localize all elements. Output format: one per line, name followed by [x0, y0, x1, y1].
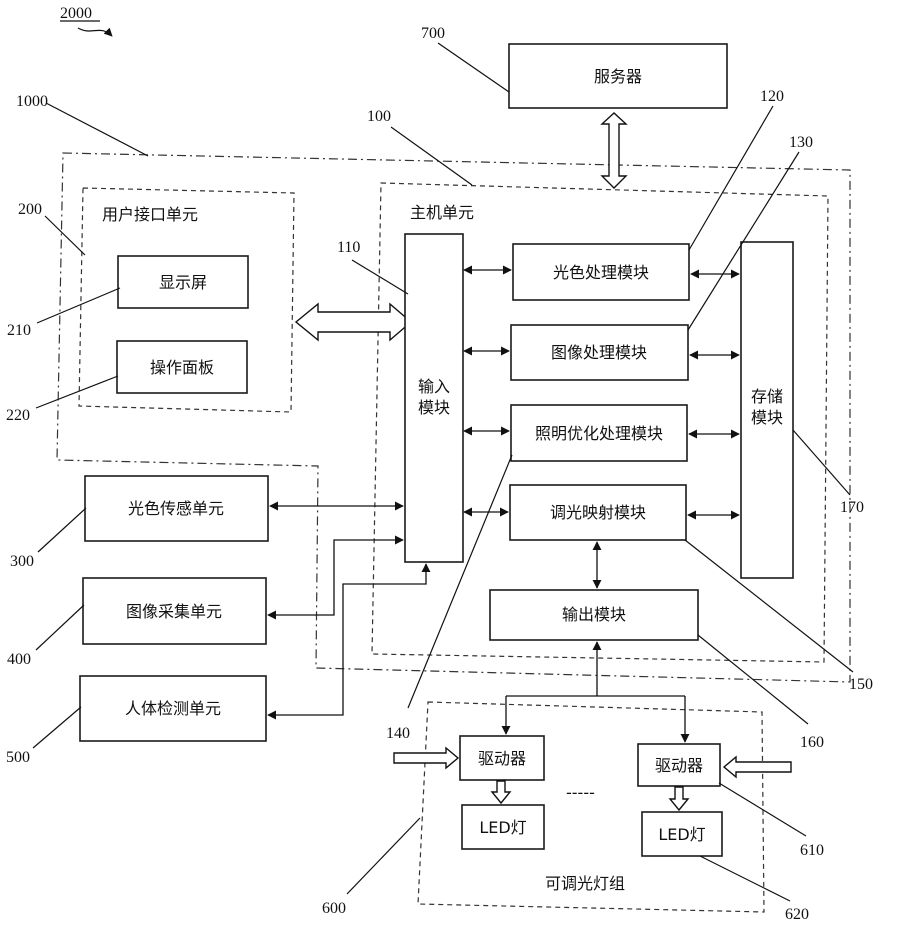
leader-120: [689, 106, 773, 250]
ref-600: 600: [322, 900, 346, 917]
color-sensor-label: 光色传感单元: [128, 499, 224, 518]
led-right-label: LED灯: [658, 825, 705, 844]
ref-700: 700: [421, 25, 445, 42]
lighting-optimization-label: 照明优化处理模块: [535, 424, 663, 443]
ref-400: 400: [7, 651, 31, 668]
leader-170: [793, 430, 850, 495]
body-detection-input-arrow: [268, 564, 426, 715]
leader-700: [438, 43, 509, 92]
leader-100: [391, 127, 472, 185]
image-processing-label: 图像处理模块: [551, 343, 647, 362]
led-left-label: LED灯: [479, 818, 526, 837]
ref-150: 150: [849, 676, 873, 693]
panel-label: 操作面板: [150, 358, 214, 377]
ref-1000: 1000: [16, 93, 48, 110]
leader-600: [347, 818, 420, 894]
driver-left-label: 驱动器: [478, 749, 526, 768]
ref-170: 170: [840, 499, 864, 516]
dimming-mapping-label: 调光映射模块: [550, 503, 646, 522]
figure-number-arrow: [78, 28, 112, 36]
leader-1000: [46, 103, 148, 156]
ref-210: 210: [7, 322, 31, 339]
driver-ellipsis: -----: [566, 783, 595, 802]
ref-110: 110: [337, 239, 360, 256]
leader-400: [36, 605, 84, 650]
driver-left-external-arrow: [394, 748, 458, 768]
image-capture-input-arrow: [268, 540, 403, 615]
leader-500: [33, 707, 81, 748]
ref-200: 200: [18, 201, 42, 218]
host-unit-title: 主机单元: [410, 203, 474, 222]
ui-unit-title: 用户接口单元: [102, 205, 198, 224]
ref-160: 160: [800, 734, 824, 751]
leader-300: [38, 508, 86, 552]
ref-620: 620: [785, 906, 809, 923]
ui-input-double-arrow: [296, 304, 411, 340]
leader-610: [719, 783, 806, 836]
leader-220: [36, 376, 118, 408]
ref-120: 120: [760, 88, 784, 105]
server-host-double-arrow: [602, 113, 626, 188]
leader-200: [45, 216, 85, 255]
leader-160: [698, 635, 808, 724]
driver-left-led-arrow: [492, 781, 510, 803]
server-label: 服务器: [594, 67, 642, 86]
storage-module-label-1: 存储: [751, 387, 783, 406]
input-module-label-2: 模块: [418, 398, 450, 417]
figure-number: 2000: [60, 5, 92, 22]
ref-300: 300: [10, 553, 34, 570]
driver-right-label: 驱动器: [655, 756, 703, 775]
ref-610: 610: [800, 842, 824, 859]
ref-130: 130: [789, 134, 813, 151]
ref-140: 140: [386, 725, 410, 742]
color-processing-label: 光色处理模块: [553, 263, 649, 282]
output-module-label: 输出模块: [562, 605, 626, 624]
image-capture-label: 图像采集单元: [126, 602, 222, 621]
lamp-group-title: 可调光灯组: [545, 874, 625, 893]
leader-620: [700, 856, 790, 901]
leader-210: [37, 288, 120, 323]
ref-500: 500: [6, 749, 30, 766]
ref-100: 100: [367, 108, 391, 125]
ref-220: 220: [6, 407, 30, 424]
driver-right-external-arrow: [724, 757, 791, 777]
leader-110: [352, 260, 408, 294]
display-label: 显示屏: [159, 273, 207, 292]
driver-right-led-arrow: [670, 787, 688, 810]
input-module-label-1: 输入: [418, 377, 450, 396]
storage-module-label-2: 模块: [751, 408, 783, 427]
body-detection-label: 人体检测单元: [125, 699, 221, 718]
